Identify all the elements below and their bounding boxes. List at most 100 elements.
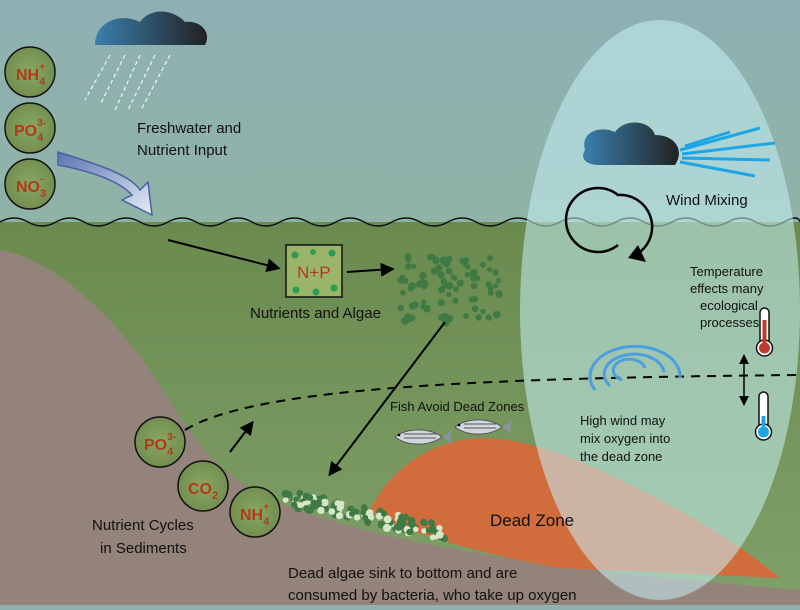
chem-label: NH4+ bbox=[240, 502, 270, 528]
algae-particle bbox=[496, 292, 502, 298]
algae-particle bbox=[486, 255, 494, 262]
algae-particle bbox=[480, 308, 486, 315]
chem-label: CO2 bbox=[188, 481, 218, 502]
algae-particle bbox=[475, 314, 483, 321]
algae-particle bbox=[470, 282, 478, 290]
algae-particle bbox=[400, 289, 406, 296]
chem-circle-no3-input: NO3- bbox=[4, 158, 56, 210]
wind-mixing-zone bbox=[520, 20, 800, 600]
chem-label: NO3- bbox=[16, 174, 46, 200]
wind-cloud-icon bbox=[583, 122, 776, 178]
rain-cloud-icon bbox=[84, 11, 208, 111]
settled-algae-particle bbox=[383, 515, 392, 524]
freshwater-label-line2: Nutrient Input bbox=[137, 142, 228, 159]
algae-particle bbox=[420, 303, 427, 310]
settled-algae-particle bbox=[428, 520, 436, 527]
nutrient-input-arrow-icon bbox=[57, 150, 153, 217]
settled-algae-particle bbox=[375, 512, 383, 520]
chem-circle-nh4-sediment: NH4+ bbox=[229, 486, 281, 538]
nutrient-box: N+P bbox=[285, 244, 343, 298]
algae-particle bbox=[445, 267, 453, 275]
nutrients-algae-label: Nutrients and Algae bbox=[250, 305, 381, 322]
algae-particle bbox=[468, 296, 475, 303]
settled-algae-particle bbox=[429, 534, 436, 541]
settled-algae-particle bbox=[421, 528, 427, 534]
settled-algae-particle bbox=[394, 523, 403, 531]
settled-algae-particle bbox=[335, 512, 343, 520]
chem-label: PO43- bbox=[144, 432, 176, 458]
fish-icon bbox=[454, 419, 512, 435]
arrow-to-algae bbox=[346, 262, 395, 277]
high-wind-label-line1: High wind may bbox=[580, 413, 666, 428]
settled-algae-particle bbox=[317, 506, 325, 514]
algae-particle bbox=[463, 313, 469, 319]
nutrient-cycles-label-line2: in Sediments bbox=[100, 540, 187, 557]
settled-algae-particle bbox=[291, 501, 298, 508]
algae-particle bbox=[437, 299, 445, 307]
temperature-label-line2: effects many bbox=[690, 281, 764, 296]
algae-particle bbox=[411, 264, 417, 269]
algae-particle bbox=[453, 286, 459, 292]
settled-algae-particle bbox=[311, 501, 319, 509]
algae-particle bbox=[440, 256, 448, 265]
algae-particle bbox=[437, 271, 445, 279]
settled-algae-particle bbox=[412, 526, 419, 533]
algae-particle bbox=[485, 314, 492, 321]
settled-algae-particle bbox=[366, 509, 374, 516]
settled-algae-particle bbox=[338, 504, 345, 510]
algae-particle bbox=[446, 291, 452, 297]
settled-algae-particle bbox=[293, 496, 299, 502]
nutrient-cycles-label-line1: Nutrient Cycles bbox=[92, 517, 194, 534]
settled-algae-particle bbox=[353, 514, 361, 521]
chem-circle-co2-sediment: CO2 bbox=[177, 460, 229, 512]
settled-algae-particle bbox=[353, 508, 360, 515]
thermometer-cold-icon bbox=[754, 391, 773, 441]
settled-algae-particle bbox=[425, 527, 433, 534]
fish-icon bbox=[394, 429, 452, 445]
settled-algae-particle bbox=[281, 489, 290, 498]
wind-mixing-circle-icon bbox=[564, 186, 654, 262]
settled-algae bbox=[281, 489, 448, 543]
algae-particle bbox=[408, 302, 417, 310]
high-wind-label-line2: mix oxygen into bbox=[580, 431, 670, 446]
algae-particle bbox=[493, 310, 501, 319]
wind-mixing-label: Wind Mixing bbox=[666, 192, 748, 209]
algae-particle bbox=[420, 299, 427, 305]
algae-particle bbox=[405, 263, 412, 270]
chem-circle-po4-sediment: PO43- bbox=[134, 416, 186, 468]
algae-particle bbox=[445, 281, 454, 290]
algae-particle bbox=[471, 305, 479, 313]
algae-particle bbox=[438, 314, 446, 321]
stratification-arrow-icon bbox=[739, 354, 749, 406]
algae-particle bbox=[438, 286, 446, 294]
settled-algae-particle bbox=[420, 518, 427, 526]
temperature-label-line1: Temperature bbox=[690, 264, 763, 279]
settled-algae-particle bbox=[406, 528, 413, 536]
algae-particle bbox=[430, 267, 439, 275]
thermocline-line bbox=[184, 374, 800, 431]
dead-algae-label-line1: Dead algae sink to bottom and are bbox=[288, 565, 517, 582]
settled-algae-particle bbox=[328, 508, 336, 515]
algae-particle bbox=[440, 278, 448, 285]
algae-particle bbox=[407, 285, 414, 292]
algae-particle bbox=[419, 272, 427, 280]
chem-circle-nh4-input: NH4+ bbox=[4, 46, 56, 98]
np-label: N+P bbox=[297, 263, 331, 282]
settled-algae-particle bbox=[360, 509, 367, 516]
algae-particle bbox=[430, 254, 436, 260]
chem-circle-po4-input: PO43- bbox=[4, 102, 56, 154]
settled-algae-particle bbox=[402, 513, 409, 520]
algae-particle bbox=[487, 267, 493, 273]
algae-particle bbox=[464, 264, 471, 270]
algae-particle bbox=[459, 257, 466, 265]
high-wind-label-line3: the dead zone bbox=[580, 449, 662, 464]
fish-avoid-label: Fish Avoid Dead Zones bbox=[390, 399, 525, 414]
settled-algae-particle bbox=[360, 504, 368, 512]
settled-algae-particle bbox=[435, 530, 444, 539]
settled-algae-particle bbox=[436, 525, 443, 532]
settled-algae-particle bbox=[303, 505, 310, 512]
algae-bloom bbox=[397, 253, 503, 327]
arrow-algae-sink bbox=[328, 321, 446, 477]
settled-algae-particle bbox=[362, 514, 369, 521]
